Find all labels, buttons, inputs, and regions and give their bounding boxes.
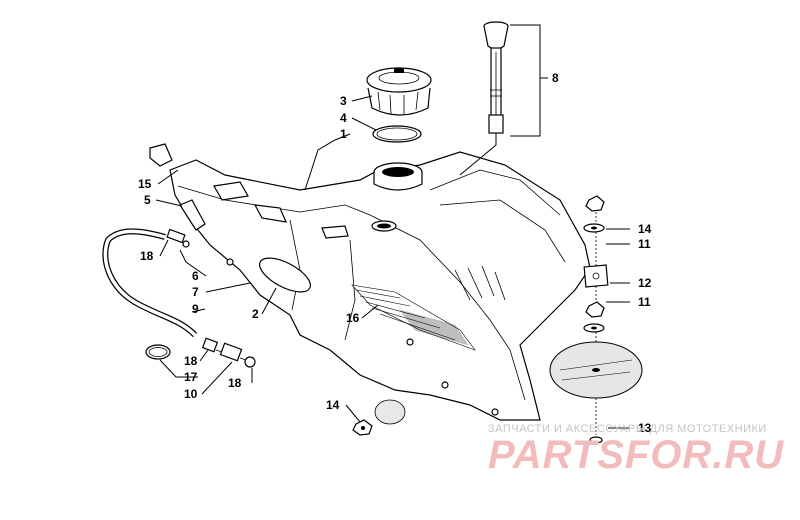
callout-2: 2: [252, 307, 259, 321]
callout-11: 11: [638, 237, 651, 251]
hose-clamp: [145, 344, 171, 360]
callout-1: 1: [340, 127, 347, 141]
callout-16: 16: [346, 311, 360, 325]
leader-lines: [155, 95, 630, 429]
callout-15: 15: [138, 177, 152, 191]
gasket-ring: [372, 125, 422, 143]
fuel-level-sender: [459, 21, 548, 176]
fuel-hose: [102, 228, 198, 338]
callout-12: 12: [638, 276, 652, 290]
callout-13: 13: [638, 421, 652, 435]
fuel-filter: [201, 337, 256, 368]
callout-5: 5: [144, 193, 151, 207]
fuel-cap: [366, 67, 432, 116]
callout-8: 8: [552, 71, 559, 85]
watermark-tagline: ЗАПЧАСТИ И АКСЕССУАРЫ ДЛЯ МОТОТЕХНИКИ: [488, 423, 767, 435]
callout-6: 6: [192, 269, 199, 283]
callout-18c: 18: [228, 376, 242, 390]
callout-9: 9: [192, 302, 199, 316]
callout-labels: 8 3 4 1 15 5 18 6 7 9 2 16 18 17 10 18 1…: [138, 71, 652, 435]
decal-panel: [351, 284, 476, 351]
callout-4: 4: [340, 111, 347, 125]
callout-14b: 14: [326, 398, 340, 412]
callout-10: 10: [184, 387, 198, 401]
callout-18: 18: [140, 249, 154, 263]
callout-18b: 18: [184, 354, 198, 368]
callout-17: 17: [184, 370, 198, 384]
callout-14: 14: [638, 222, 652, 236]
watermark: ЗАПЧАСТИ И АКСЕССУАРЫ ДЛЯ МОТОТЕХНИКИ PA…: [488, 423, 784, 477]
rubber-pad: [549, 341, 643, 444]
callout-7: 7: [192, 285, 199, 299]
callout-3: 3: [340, 94, 347, 108]
mounting-hardware: [583, 195, 609, 366]
fuel-tank: [169, 151, 591, 421]
lower-hardware: [352, 399, 406, 436]
watermark-logo: PARTSFOR.RU: [488, 433, 784, 477]
callout-11b: 11: [638, 295, 651, 309]
tank-bracket: [149, 143, 206, 231]
